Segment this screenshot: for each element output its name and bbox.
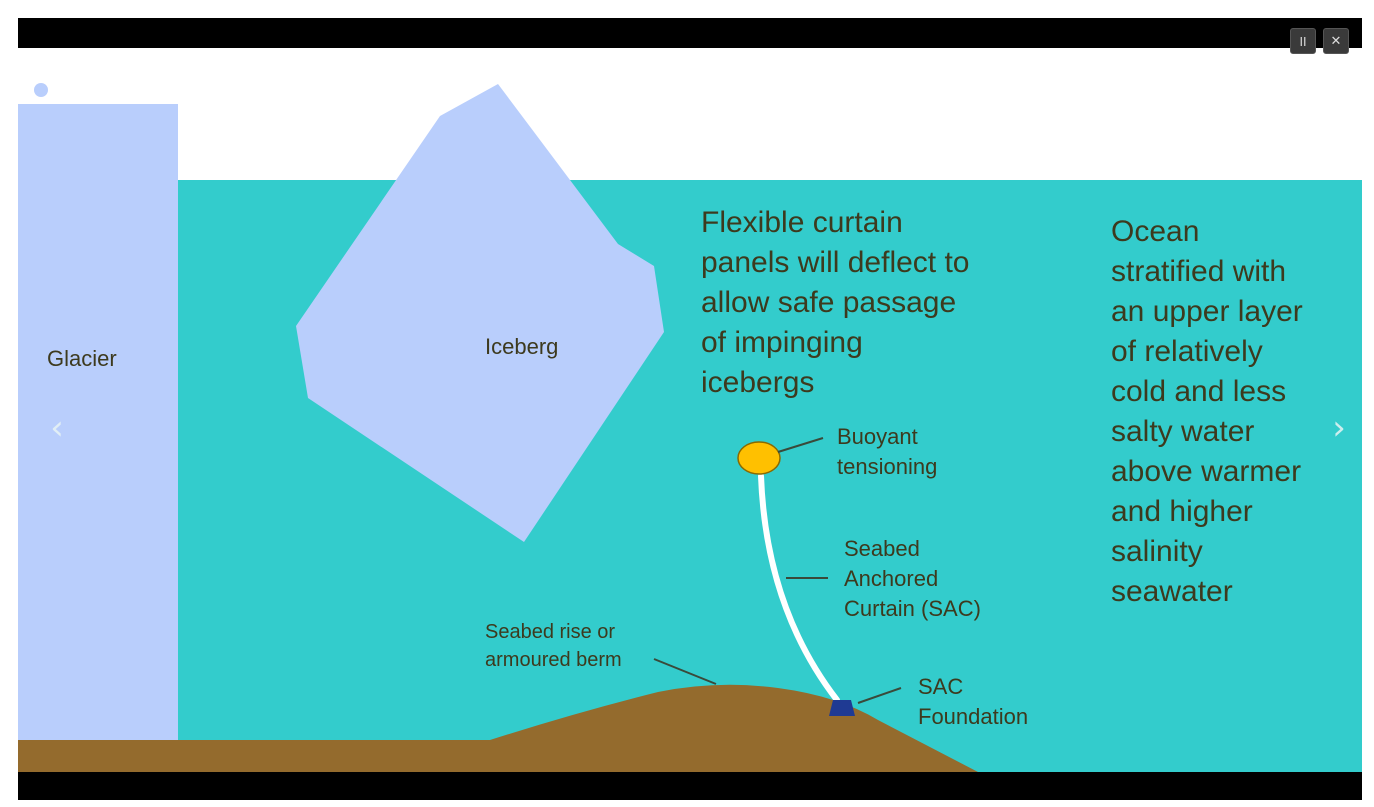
berm-label-line: Seabed rise or (485, 621, 616, 643)
slideshow-viewer: Glacier Iceberg Flexible curtain panels … (18, 18, 1362, 800)
glacier-label: Glacier (47, 346, 117, 371)
pause-icon: II (1299, 35, 1307, 49)
buoy-label-line: tensioning (837, 454, 938, 479)
ocean-note-line: cold and less (1111, 375, 1287, 408)
iceberg-shape (296, 84, 664, 542)
curtain-line (758, 473, 840, 703)
buoy-label-line: Buoyant (837, 424, 918, 449)
ocean-note-line: salty water (1111, 415, 1255, 448)
berm-label: Seabed rise or armoured berm (485, 618, 622, 674)
curtain-label-line: Seabed (844, 536, 920, 561)
sky-area (18, 48, 1362, 180)
buoy-float (737, 441, 781, 475)
ocean-note-line: and higher (1111, 495, 1253, 528)
ocean-note-line: an upper layer (1111, 295, 1303, 328)
ocean-note-line: salinity (1111, 535, 1203, 568)
seabed-berm (18, 684, 978, 772)
buoy-label: Buoyant tensioning (837, 422, 937, 482)
ocean-note-line: above warmer (1111, 455, 1302, 488)
buoy-leader-line (777, 437, 824, 453)
curtain-label-line: Curtain (SAC) (844, 596, 981, 621)
foundation-label: SAC Foundation (918, 672, 1028, 732)
close-button[interactable]: ✕ (1323, 28, 1349, 54)
ocean-note-line: seawater (1111, 575, 1233, 608)
iceberg-label: Iceberg (485, 334, 559, 359)
headline-line: panels will deflect to (701, 246, 970, 279)
headline-line: allow safe passage (701, 286, 957, 319)
diagram-slide: Glacier Iceberg Flexible curtain panels … (18, 48, 1362, 772)
ocean-note-line: Ocean (1111, 215, 1200, 248)
glacier-dot-marker (34, 83, 48, 97)
diagram-canvas (18, 48, 1362, 772)
glacier-shape (18, 104, 178, 772)
viewer-top-bar (18, 18, 1362, 48)
chevron-right-icon[interactable]: › (1332, 408, 1346, 448)
headline-text: Flexible curtain panels will deflect to … (701, 203, 969, 403)
viewer-bottom-bar (18, 772, 1362, 800)
ocean-note-line: of relatively (1111, 335, 1263, 368)
headline-line: of impinging (701, 326, 863, 359)
ocean-note-line: stratified with (1111, 255, 1287, 288)
foundation-leader-line (857, 687, 902, 704)
foundation-label-line: SAC (918, 674, 964, 699)
curtain-label: Seabed Anchored Curtain (SAC) (844, 534, 981, 624)
curtain-label-line: Anchored (844, 566, 939, 591)
ocean-note-text: Ocean stratified with an upper layer of … (1111, 212, 1303, 612)
headline-line: icebergs (701, 366, 815, 399)
headline-line: Flexible curtain (701, 206, 903, 239)
pause-button[interactable]: II (1290, 28, 1316, 54)
berm-leader-line (653, 658, 717, 685)
foundation-label-line: Foundation (918, 704, 1029, 729)
berm-label-line: armoured berm (485, 649, 622, 671)
sac-foundation-block (829, 700, 855, 716)
chevron-left-icon[interactable]: ‹ (50, 408, 64, 448)
close-icon: ✕ (1330, 34, 1342, 49)
